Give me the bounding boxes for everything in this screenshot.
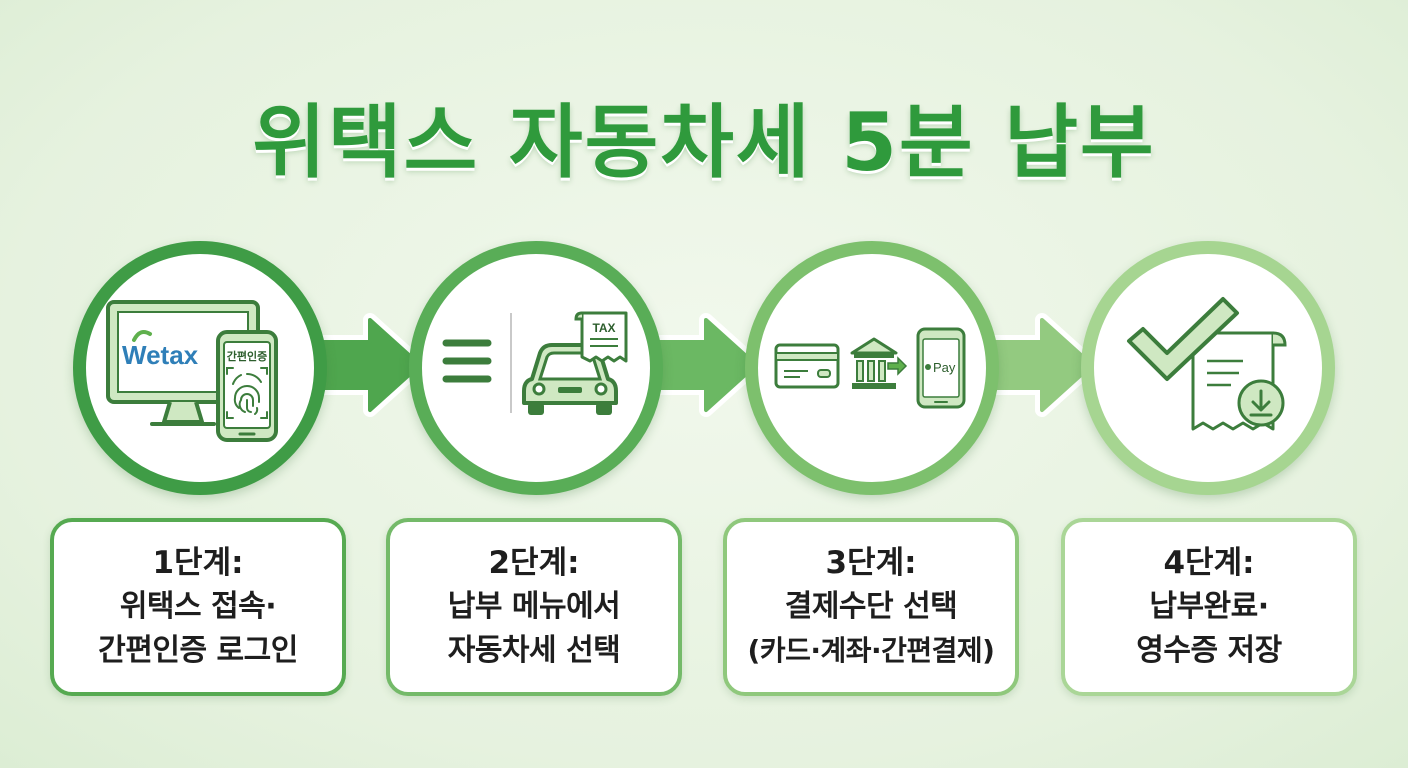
tax-receipt-icon — [574, 311, 628, 363]
step-3-circle: Pay — [745, 241, 999, 495]
step-2-icons: TAX — [442, 311, 628, 415]
step-4-desc-line2: 영수증 저장 — [1136, 633, 1282, 668]
step-1-desc-line1: 위택스 접속· — [119, 589, 277, 624]
step-4-icons — [1127, 297, 1287, 431]
bank-icon — [850, 337, 908, 389]
step-1-title: 1단계: — [152, 545, 244, 581]
step-4-title: 4단계: — [1163, 545, 1255, 581]
step-2-desc-line1: 납부 메뉴에서 — [447, 589, 621, 624]
step-3-desc-line2: (카드·계좌·간편결제) — [747, 634, 995, 667]
step-2-label: 2단계: 납부 메뉴에서 자동차세 선택 — [386, 518, 682, 696]
step-2-desc-line2: 자동차세 선택 — [447, 633, 621, 668]
credit-card-icon — [774, 343, 840, 389]
step-1-circle: Wetax 간편인증 — [73, 241, 327, 495]
step-1-desc-line2: 간편인증 로그인 — [98, 633, 298, 668]
download-icon — [1237, 379, 1285, 427]
step-4-circle — [1081, 241, 1335, 495]
page-title: 위택스 자동차세 5분 납부 — [252, 96, 1156, 189]
phone-auth-text: 간편인증 — [227, 349, 267, 363]
step-4-label: 4단계: 납부완료· 영수증 저장 — [1061, 518, 1357, 696]
tax-label: TAX — [592, 321, 615, 335]
menu-icon — [442, 339, 492, 383]
step-2-circle: TAX — [409, 241, 663, 495]
smartphone-pay-icon — [916, 327, 966, 409]
step-3-desc-line1: 결제수단 선택 — [784, 589, 958, 624]
step-3-title: 3단계: — [825, 545, 917, 581]
step-1-label: 1단계: 위택스 접속· 간편인증 로그인 — [50, 518, 346, 696]
wetax-logo: Wetax — [122, 340, 199, 370]
step-1-icons: Wetax 간편인증 — [106, 300, 278, 442]
step-3-icons: Pay — [774, 327, 966, 409]
fingerprint-icon — [226, 367, 268, 419]
arrow-connector-2 — [636, 313, 763, 417]
checkmark-icon — [1127, 297, 1239, 381]
pay-label: Pay — [933, 360, 956, 375]
step-2-title: 2단계: — [488, 545, 580, 581]
step-4-desc-line1: 납부완료· — [1149, 589, 1269, 624]
step-3-label: 3단계: 결제수단 선택 (카드·계좌·간편결제) — [723, 518, 1019, 696]
